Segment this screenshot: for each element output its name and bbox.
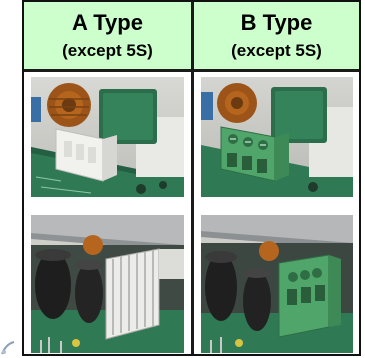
page-corner-mark xyxy=(1,341,15,355)
header-a-title: A Type xyxy=(72,9,143,35)
connector-type-table: A Type (except 5S) B Type (except 5S) xyxy=(22,0,361,356)
header-a-subtitle: (except 5S) xyxy=(62,40,153,60)
photo-a-type-bottom xyxy=(31,215,184,353)
pcb-green-terminal-block-image xyxy=(201,77,353,197)
photo-b-type-top xyxy=(201,77,353,197)
pcb-white-connector-image xyxy=(31,77,184,197)
header-divider xyxy=(24,69,359,72)
header-b-subtitle: (except 5S) xyxy=(231,40,322,60)
header-b-title: B Type xyxy=(240,9,313,35)
header-b-type: B Type (except 5S) xyxy=(194,2,359,69)
pcb-green-terminal-block-heatsink-image xyxy=(201,215,353,353)
header-a-type: A Type (except 5S) xyxy=(24,2,191,69)
photo-b-type-bottom xyxy=(201,215,353,353)
photo-a-type-top xyxy=(31,77,184,197)
pcb-white-connector-heatsink-image xyxy=(31,215,184,353)
column-divider xyxy=(191,2,194,354)
